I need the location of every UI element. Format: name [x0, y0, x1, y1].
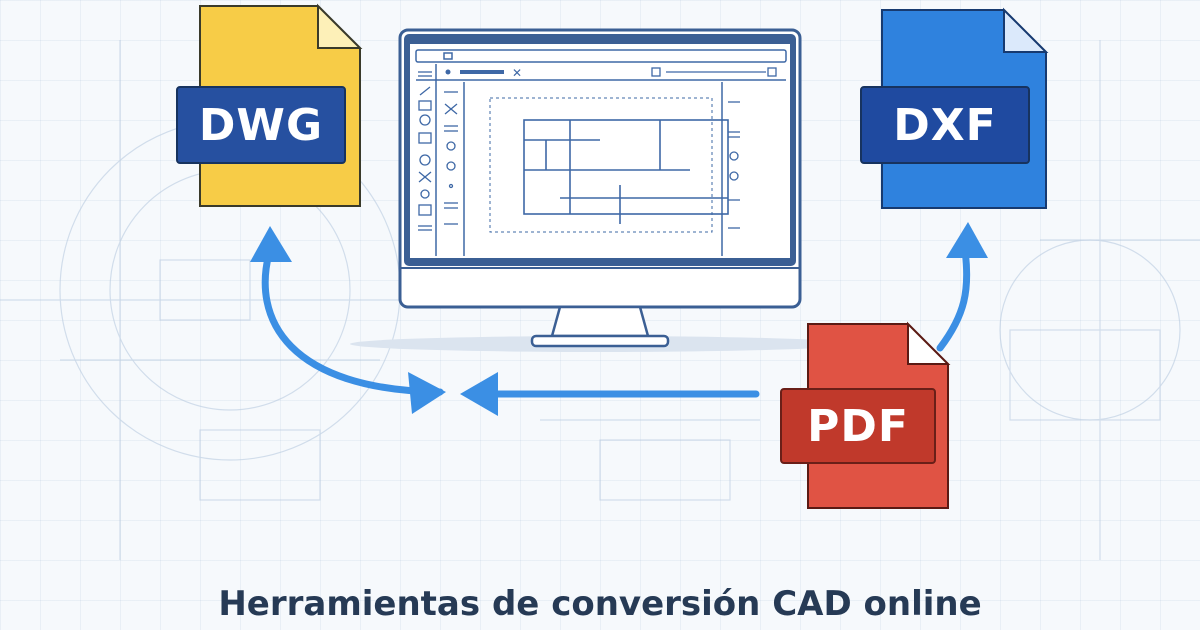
file-pdf: PDF — [780, 322, 950, 510]
dxf-label: DXF — [860, 86, 1030, 164]
monitor: ✕ — [350, 28, 850, 352]
file-dxf: DXF — [860, 8, 1048, 210]
monitor-screen — [410, 44, 790, 258]
pdf-label: PDF — [780, 388, 936, 464]
floor-plan-drawing — [523, 119, 729, 224]
drawing-area — [489, 97, 713, 233]
screen-tool-icons — [418, 71, 740, 231]
screen-title-bar — [415, 49, 787, 63]
arrow-to-dxf — [936, 246, 971, 352]
arrow-head-dwg-end — [408, 372, 446, 414]
arrow-head-center — [460, 372, 498, 416]
arrow-head-dxf — [946, 222, 988, 258]
screen-close-icon: ✕ — [512, 66, 522, 80]
arrow-head-dwg — [250, 226, 292, 262]
monitor-stand — [550, 305, 650, 338]
dwg-label: DWG — [176, 86, 346, 164]
conversion-arrows — [261, 246, 971, 398]
page-caption: Herramientas de conversión CAD online — [218, 584, 982, 624]
arrow-to-dwg — [261, 246, 444, 396]
monitor-base — [530, 334, 670, 348]
file-dwg: DWG — [176, 4, 362, 210]
